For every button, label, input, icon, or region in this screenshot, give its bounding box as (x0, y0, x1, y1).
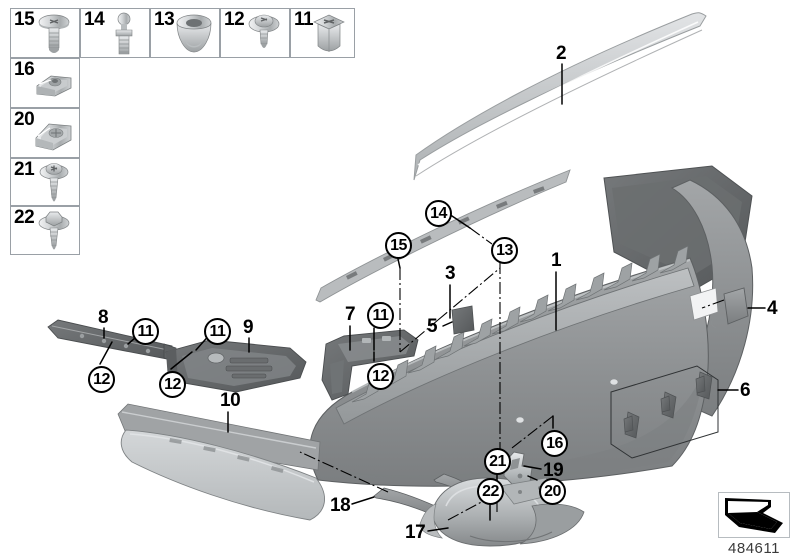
callout-4[interactable]: 4 (767, 298, 778, 319)
callout-14-circled[interactable]: 14 (425, 200, 452, 227)
legend-cell-14[interactable]: 14 (80, 8, 150, 58)
bumper-rib-row (335, 245, 695, 425)
legend-number: 20 (14, 109, 35, 130)
ball-stud-icon (101, 10, 147, 56)
legend-cell-12[interactable]: 12 (220, 8, 290, 58)
callout-20-circled[interactable]: 20 (539, 478, 566, 505)
view-direction-arrow-box (718, 492, 790, 538)
part-1-rear-bumper-panel (309, 165, 754, 487)
legend-number: 12 (224, 9, 245, 30)
callout-16-circled[interactable]: 16 (541, 430, 568, 457)
assembly-axis-lines (299, 227, 725, 521)
sheet-metal-nut-icon (31, 110, 77, 156)
callout-13-circled[interactable]: 13 (491, 237, 518, 264)
part-9-mid-bracket (165, 339, 307, 393)
legend-cell-13[interactable]: 13 (150, 8, 220, 58)
callout-10[interactable]: 10 (220, 390, 241, 411)
part-6-clip-set (610, 365, 719, 459)
callout-7[interactable]: 7 (345, 304, 356, 325)
part-7-side-bracket (321, 329, 419, 401)
expanding-rivet-icon (306, 10, 352, 56)
part-5-foam-pad (451, 305, 475, 335)
three-dimensional-arrow-icon (725, 498, 783, 533)
drawing-number: 484611 (728, 540, 780, 557)
callout-6[interactable]: 6 (740, 380, 751, 401)
part-19-mounting-bracket (503, 451, 533, 485)
legend-number: 11 (294, 9, 314, 30)
callout-11-circled[interactable]: 11 (132, 318, 159, 345)
callout-18[interactable]: 18 (330, 495, 351, 516)
callout-1[interactable]: 1 (551, 250, 562, 271)
washer-head-screw-icon (241, 10, 287, 56)
legend-number: 13 (154, 9, 175, 30)
legend-number: 22 (14, 207, 35, 228)
callout-5[interactable]: 5 (427, 316, 438, 337)
callout-21-circled[interactable]: 21 (484, 448, 511, 475)
callout-12-circled[interactable]: 12 (159, 371, 186, 398)
callout-11-circled[interactable]: 11 (367, 302, 394, 329)
legend-cell-21[interactable]: 21 (10, 158, 80, 206)
part-10-lower-valance (117, 403, 325, 521)
callout-8[interactable]: 8 (98, 307, 109, 328)
callout-9[interactable]: 9 (243, 317, 254, 338)
legend-number: 15 (14, 9, 35, 30)
callout-3[interactable]: 3 (445, 263, 456, 284)
legend-number: 14 (84, 9, 105, 30)
hex-flange-screw-icon (31, 208, 77, 253)
callout-19[interactable]: 19 (543, 460, 564, 481)
callout-12-circled[interactable]: 12 (88, 366, 115, 393)
callout-17[interactable]: 17 (405, 522, 426, 543)
legend-number: 21 (14, 159, 35, 180)
legend-number: 16 (14, 59, 35, 80)
legend-cell-16[interactable]: 16 (10, 58, 80, 108)
callout-11-circled[interactable]: 11 (204, 318, 231, 345)
callout-15-circled[interactable]: 15 (385, 232, 412, 259)
legend-cell-20[interactable]: 20 (10, 108, 80, 158)
torx-washer-screw-icon (31, 160, 77, 204)
legend-cell-11[interactable]: 11 (290, 8, 355, 58)
callout-12-circled[interactable]: 12 (367, 363, 394, 390)
conical-grommet-icon (171, 10, 217, 56)
callout-22-circled[interactable]: 22 (477, 478, 504, 505)
u-nut-clip-icon (31, 60, 77, 106)
legend-cell-22[interactable]: 22 (10, 206, 80, 255)
legend-cell-15[interactable]: 15 (10, 8, 80, 58)
part-4-tow-eye-cover (711, 287, 749, 329)
part-2-upper-trim-strip (413, 12, 707, 181)
part-3-lower-trim-strip (315, 169, 571, 303)
callout-2[interactable]: 2 (556, 43, 567, 64)
flange-head-bolt-icon (31, 10, 77, 56)
